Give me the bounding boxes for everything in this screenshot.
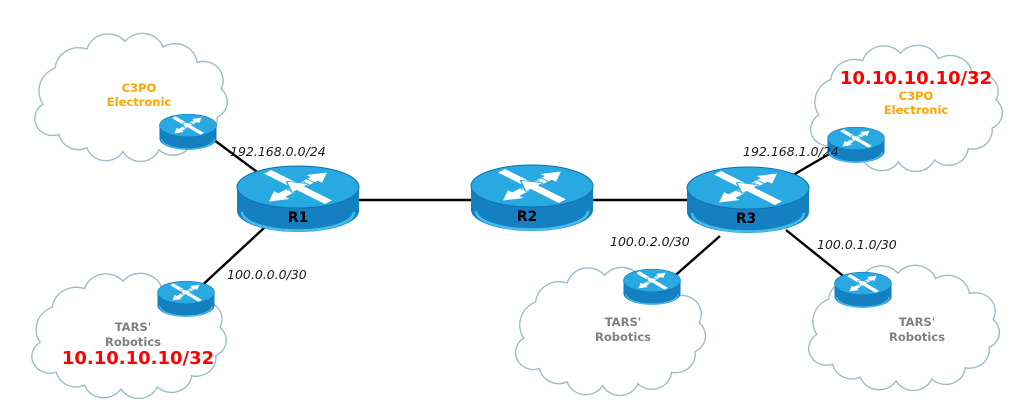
cloud-tars-right-name-line1: TARS' xyxy=(899,315,936,329)
subnet-label-100-0-1-0: 100.0.1.0/30 xyxy=(817,237,897,252)
cloud-tars-right-name-line2: Robotics xyxy=(889,330,945,344)
link-r3-tars-middle xyxy=(669,235,721,281)
subnet-label-192-168-1-0: 192.168.1.0/24 xyxy=(743,144,839,159)
edge-router-tars-middle-icon xyxy=(623,268,681,306)
cloud-tars-left-route-prefix: 10.10.10.10/32 xyxy=(62,348,214,369)
edge-router-tars-left-icon xyxy=(157,280,215,318)
router-r3-label: R3 xyxy=(736,211,757,227)
cloud-tars-middle-name-line1: TARS' xyxy=(605,315,642,329)
cloud-tars-left-name-line2: Robotics xyxy=(105,335,161,349)
router-r1-label: R1 xyxy=(288,210,309,226)
link-r3-c3po-right xyxy=(787,148,837,180)
subnet-label-100-0-0-0: 100.0.0.0/30 xyxy=(227,267,307,282)
cloud-c3po-right-name-line1: C3PO xyxy=(899,89,934,103)
link-r1-tars-left xyxy=(195,227,265,292)
cloud-c3po-left-name-line1: C3PO xyxy=(122,81,157,95)
cloud-c3po-right-name-line2: Electronic xyxy=(884,103,949,117)
cloud-tars-middle-name-line2: Robotics xyxy=(595,330,651,344)
edge-router-c3po-left-icon xyxy=(159,113,217,151)
router-r2-label: R2 xyxy=(517,209,538,225)
cloud-tars-left-name-line1: TARS' xyxy=(115,320,152,334)
subnet-label-100-0-2-0: 100.0.2.0/30 xyxy=(610,234,690,249)
subnet-label-192-168-0-0: 192.168.0.0/24 xyxy=(230,144,326,159)
link-r3-tars-right xyxy=(785,229,853,284)
cloud-c3po-left-name-line2: Electronic xyxy=(107,95,172,109)
cloud-c3po-right-route-prefix: 10.10.10.10/32 xyxy=(840,68,992,89)
edge-router-tars-right-icon xyxy=(834,271,892,309)
